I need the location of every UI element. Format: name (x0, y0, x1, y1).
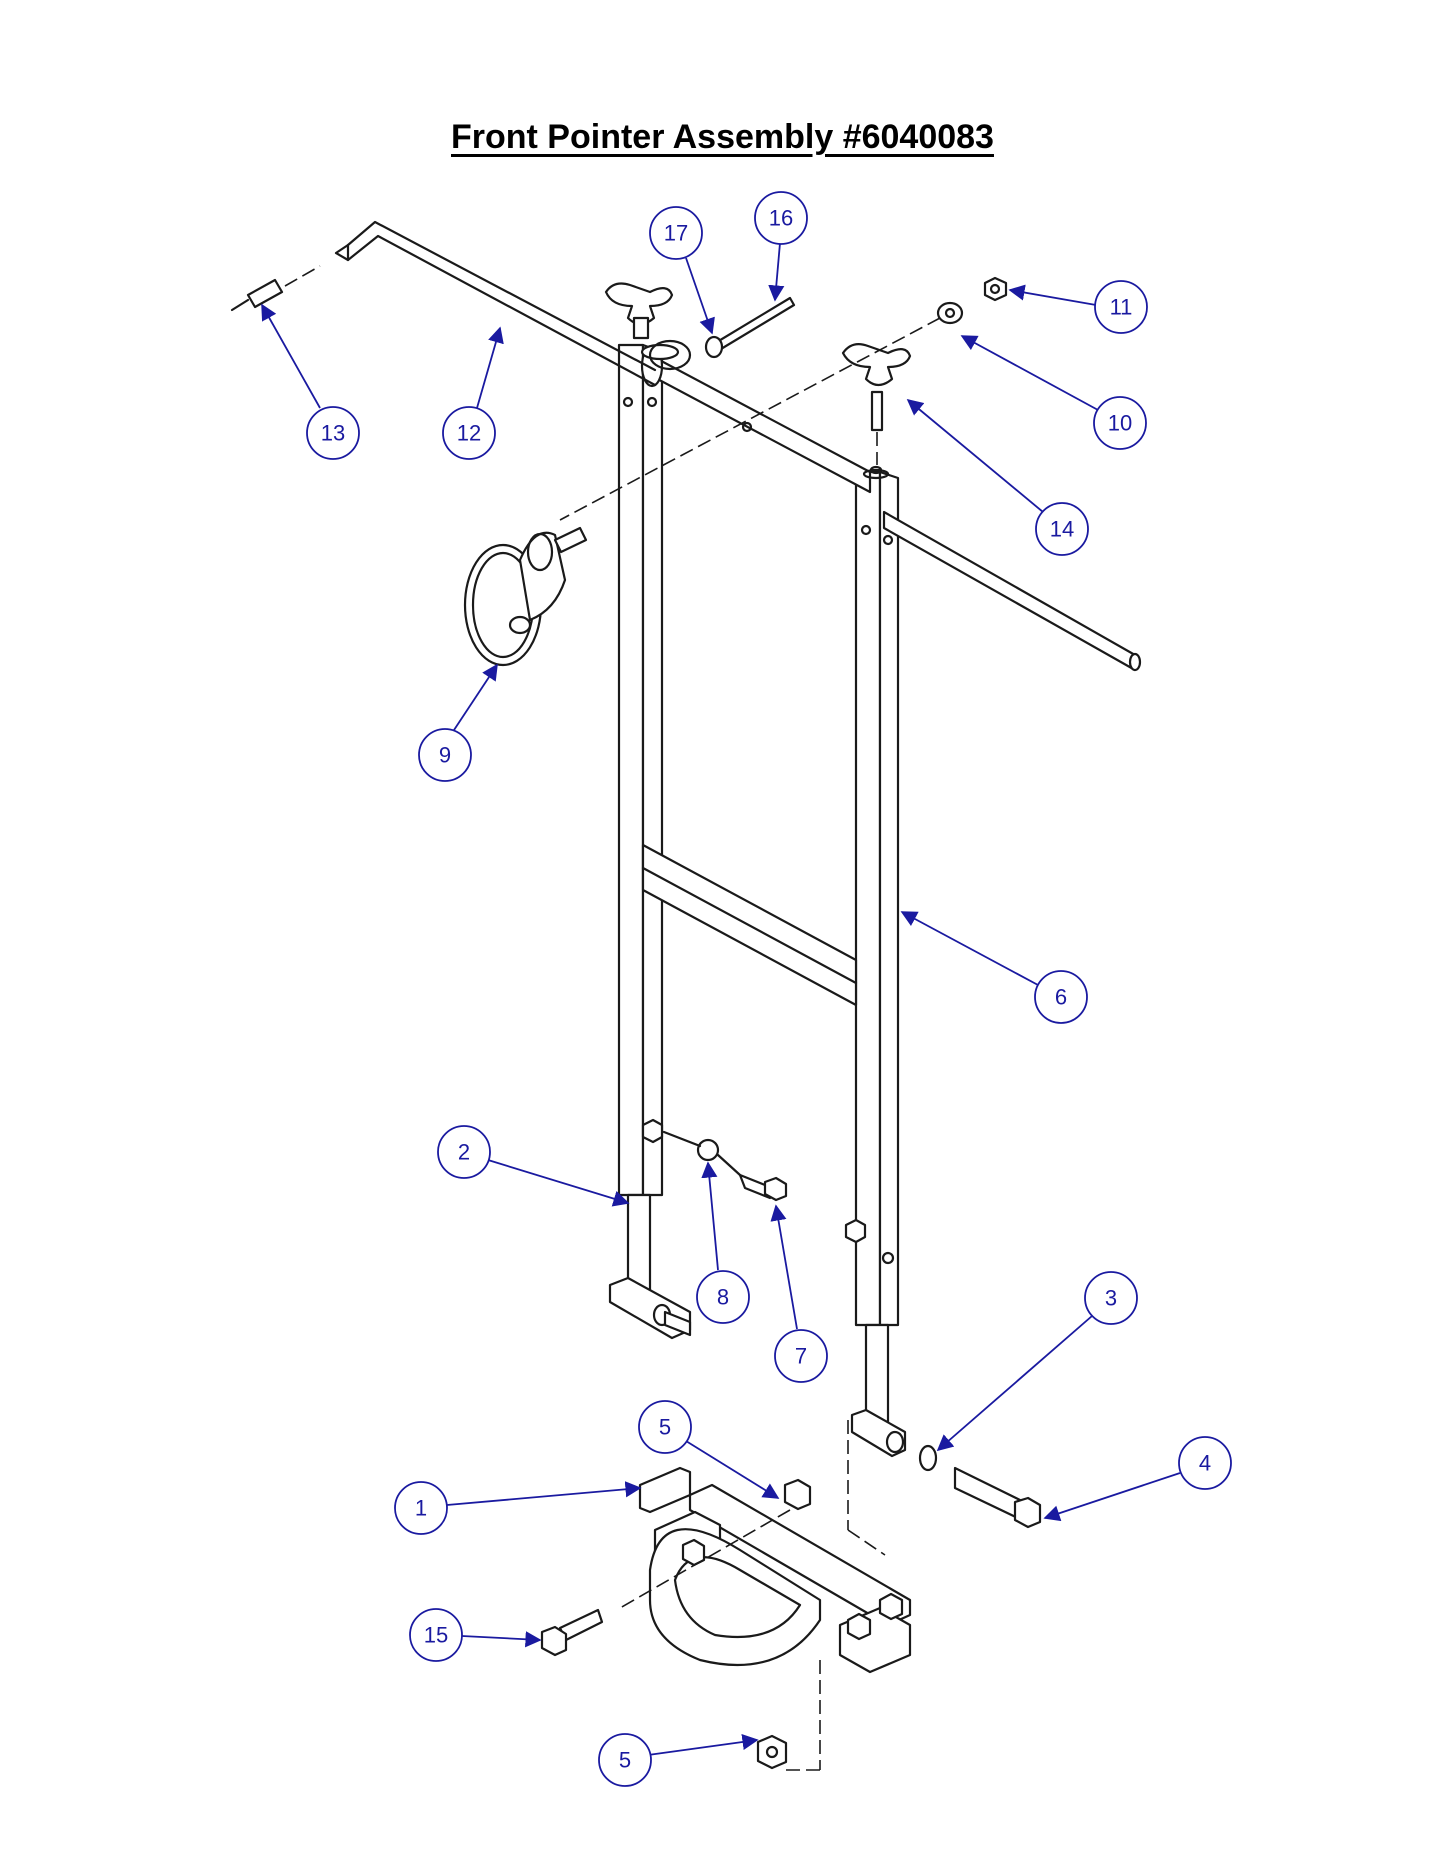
callout-label: 12 (457, 421, 481, 446)
callout-16: 16 (754, 191, 808, 302)
callout-11: 11 (1008, 280, 1148, 334)
knob-left (604, 282, 674, 340)
callout-label: 16 (769, 206, 793, 231)
pointer-rod (334, 220, 657, 387)
callout-5b: 5 (598, 1733, 759, 1787)
callout-4: 4 (1043, 1436, 1232, 1522)
callout-8: 8 (696, 1161, 750, 1324)
pointer-tip (230, 265, 321, 312)
callout-label: 14 (1050, 517, 1074, 542)
callout-9: 9 (418, 663, 498, 782)
callout-12: 12 (442, 326, 504, 460)
callout-13: 13 (261, 303, 360, 460)
callout-label: 7 (795, 1344, 807, 1369)
callout-label: 6 (1055, 985, 1067, 1010)
callout-label: 11 (1110, 295, 1133, 320)
callout-label: 2 (458, 1140, 470, 1165)
knob-right (841, 343, 912, 465)
washer-nut-top (559, 276, 1008, 521)
lower-leg-right (847, 1323, 1042, 1556)
bolt-15 (540, 1608, 604, 1657)
frame-assembly (617, 343, 1142, 1327)
callout-10: 10 (960, 335, 1147, 450)
callout-label: 1 (415, 1496, 427, 1521)
callout-15: 15 (409, 1608, 542, 1662)
callout-17: 17 (649, 206, 715, 335)
callout-label: 3 (1105, 1286, 1117, 1311)
callout-2: 2 (437, 1125, 630, 1207)
callout-label: 10 (1108, 411, 1132, 436)
page-title: Front Pointer Assembly #6040083 (451, 118, 994, 156)
callout-1: 1 (394, 1481, 642, 1535)
callout-label: 5 (619, 1748, 631, 1773)
caster-wheel (463, 526, 588, 667)
callout-6: 6 (900, 911, 1088, 1024)
callout-label: 13 (321, 421, 345, 446)
callout-label: 17 (664, 221, 688, 246)
bolt-nut-mid (662, 1130, 788, 1202)
base-mount (619, 1466, 912, 1771)
callout-7: 7 (770, 1204, 828, 1383)
callout-label: 15 (424, 1623, 448, 1648)
pin-and-clip (648, 296, 796, 371)
callout-3: 3 (936, 1271, 1138, 1452)
callout-label: 8 (717, 1285, 729, 1310)
nut-5-lower (756, 1734, 788, 1770)
callout-5a: 5 (638, 1400, 780, 1499)
callout-label: 4 (1199, 1451, 1211, 1476)
callout-label: 9 (439, 743, 451, 768)
callout-14: 14 (906, 398, 1089, 556)
callout-label: 5 (659, 1415, 671, 1440)
lower-leg-left (608, 1118, 867, 1340)
